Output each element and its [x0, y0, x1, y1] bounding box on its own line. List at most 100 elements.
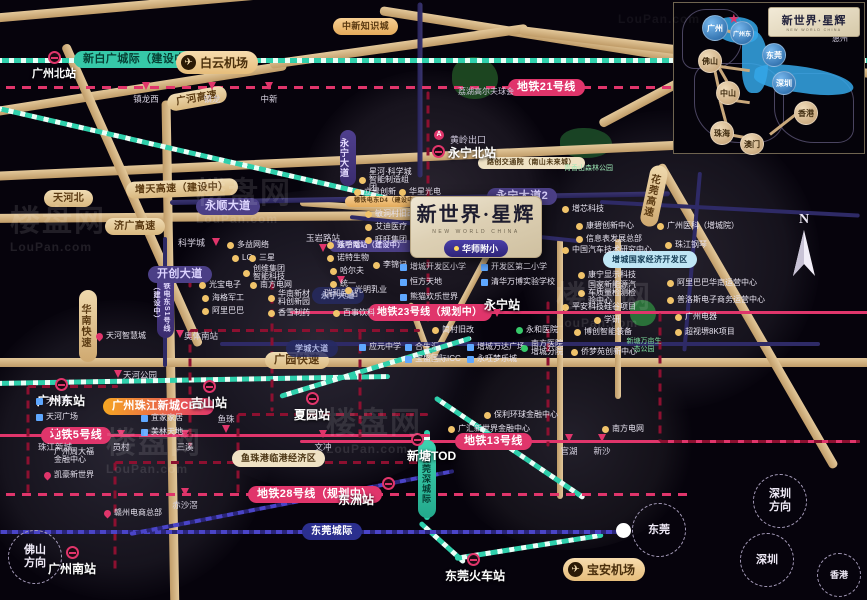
inset-city-zhongshan[interactable]: 中山 — [716, 81, 740, 105]
poi-yingyuan-middle-school[interactable]: 应元中学 — [359, 342, 401, 352]
inset-city-foshan[interactable]: 佛山 — [698, 49, 722, 73]
road-label-xuecheng-ave[interactable]: 学城大道 — [286, 340, 338, 357]
poi-pingan-tech-valley[interactable]: 平安科技硅谷项目 — [562, 302, 636, 312]
station-wenchong[interactable]: 文冲 — [314, 430, 331, 452]
poi-teemall[interactable]: 天河城 — [36, 396, 70, 406]
poi-nanfang-hospital[interactable]: 南方医院增城分院 — [521, 340, 563, 356]
rail-shield-s1[interactable]: 穗铁电东S1号线（建设中） — [153, 268, 174, 338]
direction-shenzhen[interactable]: 深圳方向 — [753, 474, 807, 528]
station-dongguan-railway[interactable]: 东莞火车站 — [445, 553, 505, 583]
poi-csot[interactable]: 华星光电 — [399, 187, 441, 197]
poi-corning-display[interactable]: 康宁显示科技 — [578, 270, 636, 280]
poi-ikea[interactable]: 宜家家居 — [141, 413, 183, 423]
highway-label-zengtian[interactable]: 增天高速（建设中） — [125, 178, 238, 199]
poi-hengfang-tiandi[interactable]: 恒方天地 — [400, 277, 442, 287]
rail-shield-suiguanshen[interactable]: 穗莞深城际 — [418, 440, 436, 518]
inset-city-zhuhai[interactable]: 珠海 — [710, 121, 734, 145]
poi-kaihao-new-world[interactable]: 凯豪新世界 — [42, 470, 94, 480]
station-pin-yongning[interactable] — [493, 309, 501, 320]
station-zhongxin[interactable]: 中新 — [260, 82, 277, 104]
poi-xueyan[interactable]: 学研 — [594, 315, 620, 325]
station-jishan[interactable]: 吉山站 — [191, 380, 227, 410]
station-zhujiang-newtown[interactable]: 珠江新城 — [38, 430, 72, 452]
poi-guanghui-new-world-finance[interactable]: 广汇新世界金融中心 — [448, 424, 530, 434]
poi-bochuang-equipment[interactable]: 博创智能装备 — [574, 327, 632, 337]
road-label-yongshun[interactable]: 永顺大道 — [196, 198, 260, 215]
poi-aidi-medical[interactable]: 艾迪医疗 — [365, 222, 407, 232]
highway-label-tianhebei[interactable]: 天河北 — [44, 190, 94, 207]
station-yuancun[interactable]: 员村 — [112, 430, 129, 452]
poi-bright-dairy[interactable]: 光明乳业 — [345, 285, 387, 295]
road-label-kaichuang[interactable]: 开创大道 — [148, 266, 212, 283]
poi-duoyi-network[interactable]: 多益网络 — [227, 240, 269, 250]
station-xiayuan[interactable]: 夏园站 — [294, 392, 330, 422]
poi-cso-8k[interactable]: 超视堺8K项目 — [675, 327, 735, 337]
inset-city-dongguan[interactable]: 东莞 — [762, 43, 786, 67]
rail-label-metro28[interactable]: 地铁28号线（规划中） — [248, 486, 382, 503]
station-kexuecheng[interactable]: 科学城 — [178, 238, 220, 249]
poi-ctf-finance-centre[interactable]: 广州周大福金融中心 — [54, 448, 94, 464]
poi-pearl-river-piano[interactable]: 珠江钢琴 — [665, 240, 707, 250]
poi-guangzhou-electric[interactable]: 广州电器 — [675, 312, 717, 322]
direction-dongguan[interactable]: 东莞 — [632, 503, 686, 557]
poi-pepsi[interactable]: 百事饮料 — [333, 308, 375, 318]
poi-guangzhou-medical[interactable]: 广州医科（增城院） — [657, 221, 739, 231]
rail-label-metro13[interactable]: 地铁13号线 — [455, 433, 532, 450]
road-label-yongning-ave-v[interactable]: 永宁大道 — [339, 130, 356, 186]
poi-haerfu[interactable]: 哈尔夫 — [330, 266, 364, 276]
highway-label-huanan[interactable]: 华南快速 — [79, 290, 97, 362]
poi-info-dev-hq[interactable]: 信息表发展总部 — [576, 234, 642, 244]
inset-city-shenzhen[interactable]: 深圳 — [772, 71, 796, 95]
station-ruihelu[interactable]: 瑞和路站 — [324, 276, 358, 298]
poi-jiancun-redevelopment[interactable]: 简村旧改 — [432, 325, 474, 335]
poi-alibaba-south-china[interactable]: 阿里巴巴华南运营中心 — [667, 278, 757, 288]
poi-prologis-ecommerce[interactable]: 普洛斯电子商务运营中心 — [667, 295, 765, 305]
inset-city-macau[interactable]: 澳门 — [740, 133, 764, 155]
poi-kangbi-innovation[interactable]: 康碧创新中心 — [576, 221, 634, 231]
poi-aeon-mall[interactable]: 永旺梦乐城 — [467, 354, 517, 364]
poi-dev-second-primary[interactable]: 开发区第二小学 — [481, 262, 547, 272]
poi-tongyi[interactable]: 统一 — [330, 279, 356, 289]
poi-tianhe-smart-city[interactable]: 天河智慧城 — [94, 331, 146, 341]
inset-city-hongkong[interactable]: 香港 — [794, 101, 818, 125]
station-dongzhou[interactable]: 东洲站 — [338, 477, 395, 507]
station-yongning-south[interactable]: 永宁南站（建设中） — [329, 240, 414, 252]
station-sanxi[interactable]: 三溪 — [176, 430, 193, 452]
poi-ganzhou-ecommerce-hq[interactable]: 赣州电商总部 — [102, 508, 162, 518]
station-guangzhou-south[interactable]: 广州南站 — [48, 546, 96, 576]
poi-china-southern-grid[interactable]: 南方电网 — [250, 280, 292, 290]
poi-wahaha[interactable]: 娃哈哈 — [327, 240, 361, 250]
rail-label-metro23[interactable]: 地铁23号线（规划中） — [368, 304, 492, 321]
poi-samsung[interactable]: 三星 — [249, 253, 275, 263]
poi-huanan-materials-park[interactable]: 华南新材料创新园 — [268, 290, 312, 306]
poi-lee-kum-kee[interactable]: 李锦记 — [373, 260, 407, 270]
station-zhenlong[interactable]: 镇龙 — [203, 82, 220, 104]
poi-zengcheng-dev-primary[interactable]: 增城开发区小学 — [400, 262, 466, 272]
rail-label-dongguan-intercity[interactable]: 东莞城际 — [302, 523, 362, 540]
district-zhujiang-cbd[interactable]: 广州珠江新城CBD — [103, 398, 215, 415]
poi-wantwant[interactable]: 旺旺集团 — [365, 235, 407, 245]
rail-label-metro21[interactable]: 地铁21号线 — [508, 79, 585, 96]
poi-zengxin-tech[interactable]: 增芯科技 — [562, 204, 604, 214]
poi-xinghe-smart-mfg[interactable]: 星河·科学城智能制造组团 — [359, 168, 415, 192]
district-zengcheng-econ-zone[interactable]: 增城国家经济开发区 — [603, 251, 697, 268]
station-guanhu[interactable]: 官湖 — [560, 434, 577, 456]
inset-region-map[interactable]: 广州 广州东 东莞 深圳 佛山 中山 珠海 澳门 香港 ★ 惠州 新世界·星辉 … — [673, 2, 865, 155]
poi-tianhe-plaza[interactable]: 天河广场 — [36, 412, 78, 422]
station-yuyanlu[interactable]: 玉岩路站 — [306, 233, 340, 255]
poi-panda-park[interactable]: 熊猫欢乐世界 — [400, 292, 458, 302]
poi-meilin-tiandi[interactable]: 美林天地 — [141, 427, 183, 437]
poi-skyworth[interactable]: 创维集团智能科技 — [243, 265, 289, 281]
station-aoti-south[interactable]: 奥体南站 — [176, 330, 218, 341]
poi-hesheng-hui[interactable]: 合生汇 — [405, 342, 439, 352]
station-yuzhu[interactable]: 鱼珠 — [217, 414, 234, 436]
station-guangzhou-north[interactable]: 广州北站 — [32, 51, 76, 80]
station-xinsha[interactable]: 新沙 — [593, 434, 610, 456]
direction-hongkong[interactable]: 香港 — [817, 553, 861, 597]
highway-label-jiguang[interactable]: 济广高速 — [105, 218, 165, 235]
poi-qiaomengyuan-center[interactable]: 侨梦苑创新中心 — [571, 347, 637, 357]
station-xintang-tod[interactable]: 新塘TOD — [407, 433, 456, 463]
poi-zengcheng-wanda[interactable]: 增城万达广场 — [467, 342, 525, 352]
project-badge[interactable]: 华师附小 — [443, 239, 508, 257]
station-chishajiao[interactable]: 赤沙滘 — [172, 488, 198, 510]
